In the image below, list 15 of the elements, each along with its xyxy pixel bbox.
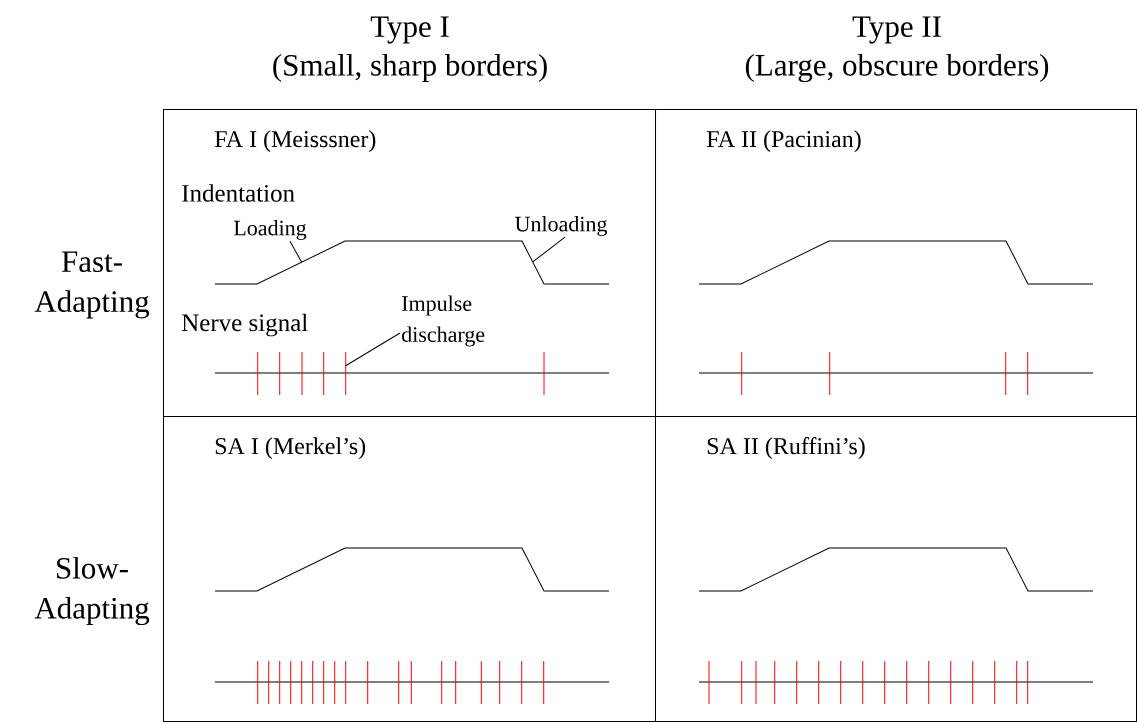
leader-line (289, 240, 303, 263)
label: Type I (370, 16, 449, 44)
panel: SA II (Ruffini’s) (655, 416, 1137, 722)
label: Nerve signal (181, 313, 308, 337)
leader-line (345, 332, 401, 367)
label: Fast- Adapting (34, 251, 150, 319)
label: Indentation (182, 184, 295, 202)
label: (Small, sharp borders) (273, 53, 547, 83)
annotation-text: Unloading (515, 216, 608, 236)
label: Type II (852, 16, 941, 44)
panel: FA II (Pacinian) (655, 109, 1137, 417)
panel: SA I (Merkel’s) (163, 416, 656, 722)
annotation-text: Loading (233, 220, 307, 240)
leader-line (532, 236, 566, 263)
annotation-text: Impulse discharge (402, 295, 485, 347)
